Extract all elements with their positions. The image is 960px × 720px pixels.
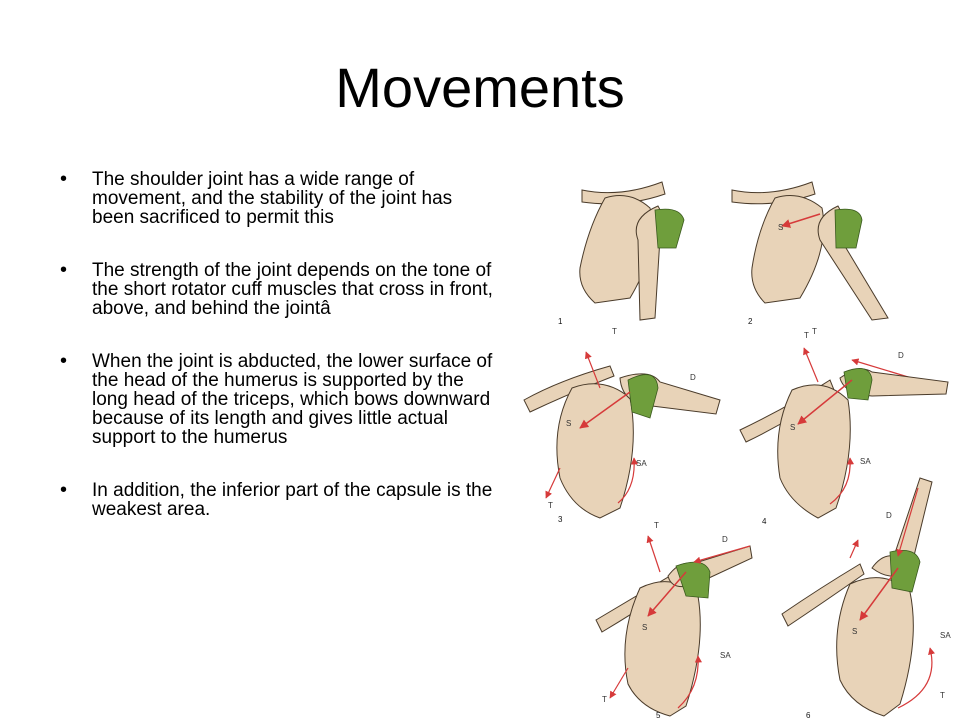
bullet-text: In addition, the inferior part of the ca… (92, 480, 493, 520)
svg-text:SA: SA (860, 457, 871, 466)
panel-5: T D S SA T 5 (595, 521, 753, 720)
humerus-6 (871, 477, 933, 577)
bullet-glyph: • (60, 350, 68, 372)
muscle-2 (834, 208, 863, 249)
panel-2: 2 S T D S (731, 181, 943, 392)
bullet-list: • The shoulder joint has a wide range of… (58, 168, 498, 553)
bullet-item: • The strength of the joint depends on t… (58, 259, 498, 319)
muscle-1 (654, 208, 685, 249)
svg-text:D: D (690, 373, 696, 382)
svg-text:SA: SA (720, 651, 731, 660)
panel-6: D S SA T 6 (781, 477, 951, 720)
svg-text:T: T (548, 501, 553, 510)
slide-title: Movements (335, 56, 625, 119)
clavicle-6 (781, 563, 865, 627)
panel-1: 1 T (558, 181, 685, 336)
bullet-text: When the joint is abducted, the lower su… (92, 351, 493, 448)
muscle-5 (675, 561, 711, 599)
svg-text:S: S (790, 423, 795, 432)
scapula-3 (556, 383, 634, 519)
muscle-4 (843, 368, 873, 401)
bullet-text: The strength of the joint depends on the… (92, 260, 493, 319)
panel-number-2: 2 (748, 317, 753, 326)
shoulder-diagram: 1 T 2 S T D S 3 S (523, 181, 951, 720)
scapula-2 (751, 195, 825, 304)
panel-number-1: 1 (558, 317, 563, 326)
panel-4: 4 S SA T (739, 331, 949, 526)
bullet-item: • When the joint is abducted, the lower … (58, 350, 498, 448)
svg-text:T: T (804, 331, 809, 340)
scapula-4 (777, 384, 851, 519)
svg-text:S: S (642, 623, 647, 632)
muscle-3 (627, 374, 659, 419)
svg-text:S: S (778, 223, 783, 232)
panel-label: T (612, 327, 617, 336)
panel-number-6: 6 (806, 711, 811, 720)
panel-number-3: 3 (558, 515, 563, 524)
svg-text:S: S (852, 627, 857, 636)
bullet-glyph: • (60, 259, 68, 281)
bullet-glyph: • (60, 168, 68, 190)
bullet-item: • The shoulder joint has a wide range of… (58, 168, 498, 228)
bullet-text: The shoulder joint has a wide range of m… (92, 169, 453, 228)
svg-text:T: T (940, 691, 945, 700)
panel-3: 3 S D SA T (523, 351, 721, 524)
svg-text:T: T (602, 695, 607, 704)
clavicle-3 (523, 365, 615, 413)
svg-text:D: D (898, 351, 904, 360)
panel-number-5: 5 (656, 711, 661, 720)
bullet-glyph: • (60, 479, 68, 501)
svg-text:SA: SA (636, 459, 647, 468)
svg-text:T: T (654, 521, 659, 530)
scapula-1 (579, 195, 653, 304)
svg-text:D: D (886, 511, 892, 520)
shoulder-movement-figure: 1 T 2 S T D S 3 S (500, 168, 960, 720)
muscle-6 (889, 549, 921, 593)
svg-text:T: T (812, 327, 817, 336)
svg-text:SA: SA (940, 631, 951, 640)
bullet-item: • In addition, the inferior part of the … (58, 479, 498, 520)
svg-text:S: S (566, 419, 571, 428)
svg-text:D: D (722, 535, 728, 544)
panel-number-4: 4 (762, 517, 767, 526)
